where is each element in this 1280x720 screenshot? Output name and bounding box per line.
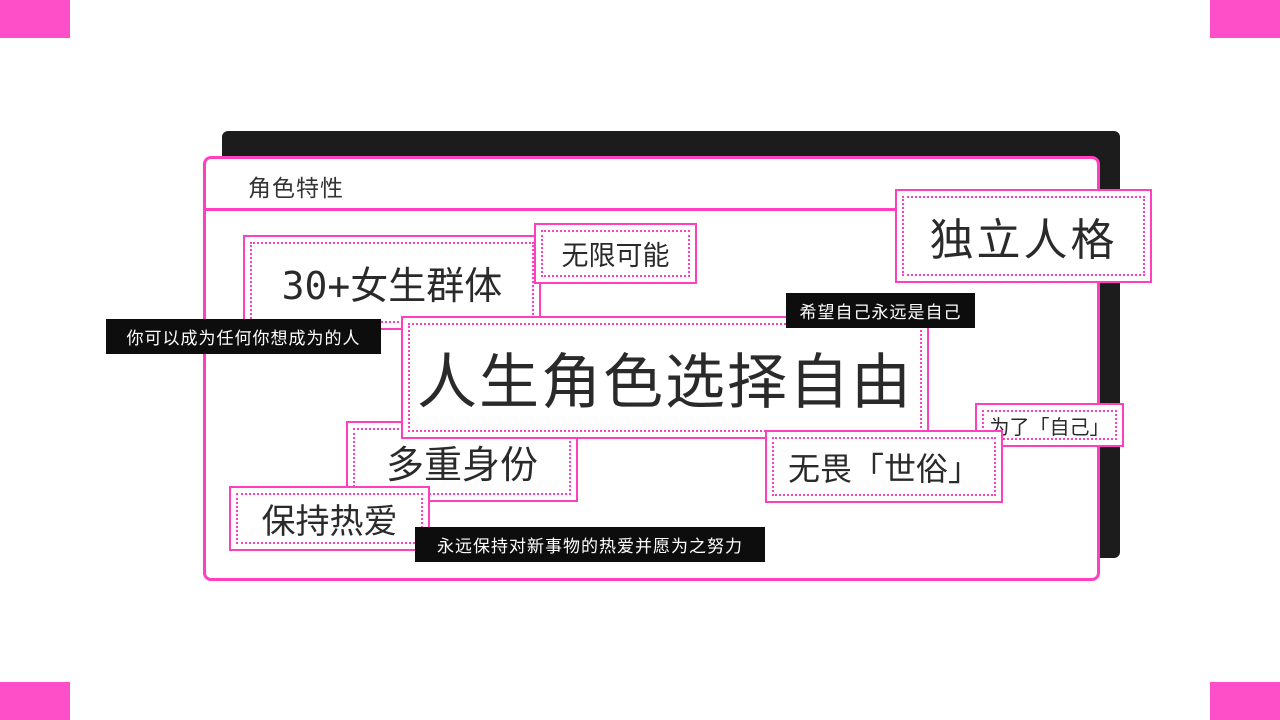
window-title-bar: 角色特性 — [206, 159, 1097, 211]
tag-fearless-worldly: 无畏「世俗」 — [765, 430, 1003, 503]
note-keep-passion: 永远保持对新事物的热爱并愿为之努力 — [415, 527, 765, 562]
tag-keep-passion: 保持热爱 — [229, 486, 430, 551]
window-title: 角色特性 — [248, 176, 344, 202]
tag-independent-personality-label: 独立人格 — [902, 196, 1145, 276]
tag-independent-personality: 独立人格 — [895, 189, 1152, 283]
corner-decoration-bottom-left — [0, 682, 70, 720]
tag-infinite-possibilities: 无限可能 — [534, 223, 697, 284]
corner-decoration-top-left — [0, 0, 70, 38]
tag-keep-passion-label: 保持热爱 — [236, 493, 423, 544]
tag-life-role-freedom: 人生角色选择自由 — [401, 316, 929, 439]
tag-for-yourself-label: 为了「自己」 — [982, 410, 1117, 440]
tag-fearless-worldly-label: 无畏「世俗」 — [772, 437, 996, 496]
note-be-anyone: 你可以成为任何你想成为的人 — [106, 319, 381, 354]
tag-life-role-freedom-label: 人生角色选择自由 — [408, 323, 922, 432]
tag-30-plus-women: 30+女生群体 — [243, 235, 541, 330]
tag-30-plus-women-label: 30+女生群体 — [250, 242, 534, 323]
corner-decoration-top-right — [1210, 0, 1280, 38]
corner-decoration-bottom-right — [1210, 682, 1280, 720]
note-be-yourself: 希望自己永远是自己 — [786, 293, 975, 328]
tag-infinite-possibilities-label: 无限可能 — [541, 230, 690, 277]
